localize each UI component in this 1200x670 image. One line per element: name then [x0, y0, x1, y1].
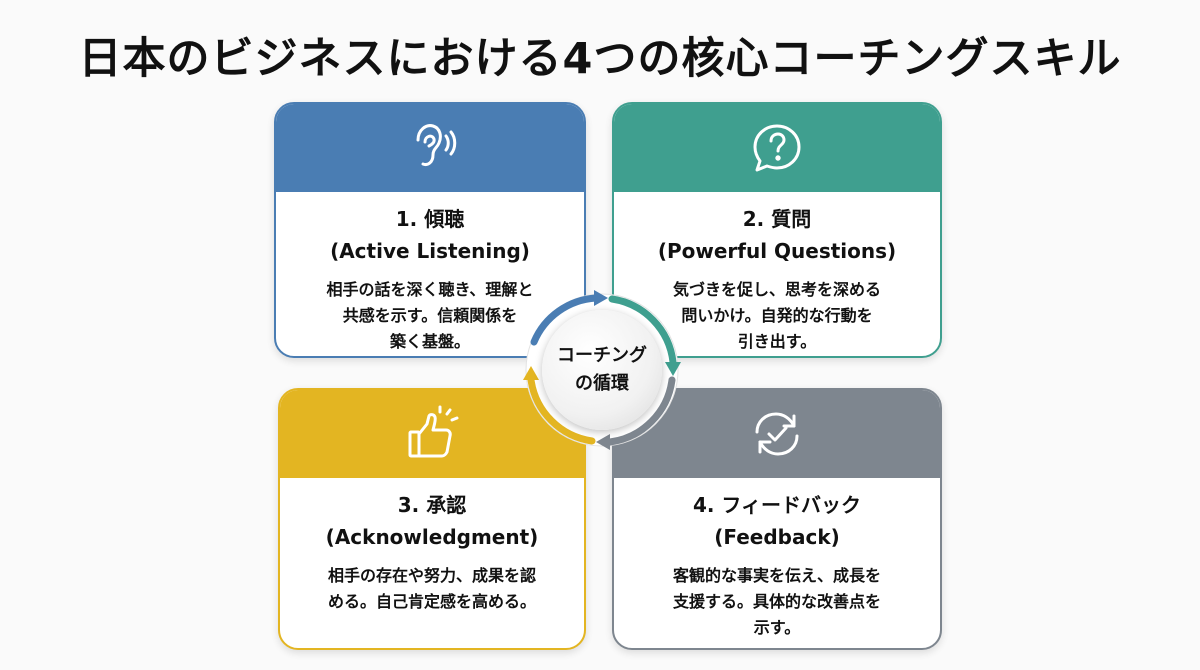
card-desc-line: 示す。 — [753, 618, 801, 637]
card-subtitle: (Feedback) — [714, 525, 840, 549]
card-title: 4. フィードバック — [692, 493, 862, 517]
card-desc-line: 相手の存在や努力、成果を認 — [327, 566, 536, 585]
card-desc-line: 問いかけ。自発的な行動を — [681, 306, 873, 325]
card-desc-line: める。自己肯定感を高める。 — [327, 592, 536, 611]
card-desc-line: 気づきを促し、思考を深める — [672, 280, 881, 299]
card-title: 1. 傾聴 — [395, 207, 465, 231]
card-header-band — [276, 104, 584, 192]
page-title: 日本のビジネスにおける4つの核心コーチングスキル — [78, 34, 1122, 84]
skill-card-acknowledgment: 3. 承認 (Acknowledgment) 相手の存在や努力、成果を認 める。… — [278, 388, 586, 650]
card-subtitle: (Powerful Questions) — [657, 239, 897, 263]
cycle-label-line2: の循環 — [575, 373, 629, 394]
card-subtitle: (Active Listening) — [330, 239, 530, 263]
card-title: 2. 質問 — [742, 207, 812, 231]
card-desc-line: 支援する。具体的な改善点を — [672, 592, 881, 611]
card-desc-line: 客観的な事実を伝え、成長を — [672, 566, 881, 585]
thumbs-up-icon — [402, 404, 462, 464]
card-desc-line: 相手の話を深く聴き、理解と — [326, 280, 534, 299]
refresh-check-icon — [747, 404, 807, 464]
card-subtitle: (Acknowledgment) — [325, 525, 539, 549]
ear-icon — [400, 118, 460, 178]
cycle-label-line1: コーチング — [557, 345, 647, 366]
skill-card-feedback: 4. フィードバック (Feedback) 客観的な事実を伝え、成長を 支援する… — [612, 388, 942, 650]
coaching-cycle: コーチング の循環 — [512, 280, 692, 460]
skill-card-active-listening: 1. 傾聴 (Active Listening) 相手の話を深く聴き、理解と 共… — [274, 102, 586, 358]
cycle-center: コーチング の循環 — [542, 310, 662, 430]
card-title: 3. 承認 — [397, 493, 467, 517]
card-header-band — [614, 104, 940, 192]
card-desc-line: 共感を示す。信頼関係を — [342, 306, 518, 325]
skill-card-powerful-questions: 2. 質問 (Powerful Questions) 気づきを促し、思考を深める… — [612, 102, 942, 358]
card-header-band — [280, 390, 584, 478]
card-desc-line: 引き出す。 — [737, 332, 817, 351]
question-bubble-icon — [747, 118, 807, 178]
card-desc-line: 築く基盤。 — [389, 332, 470, 351]
